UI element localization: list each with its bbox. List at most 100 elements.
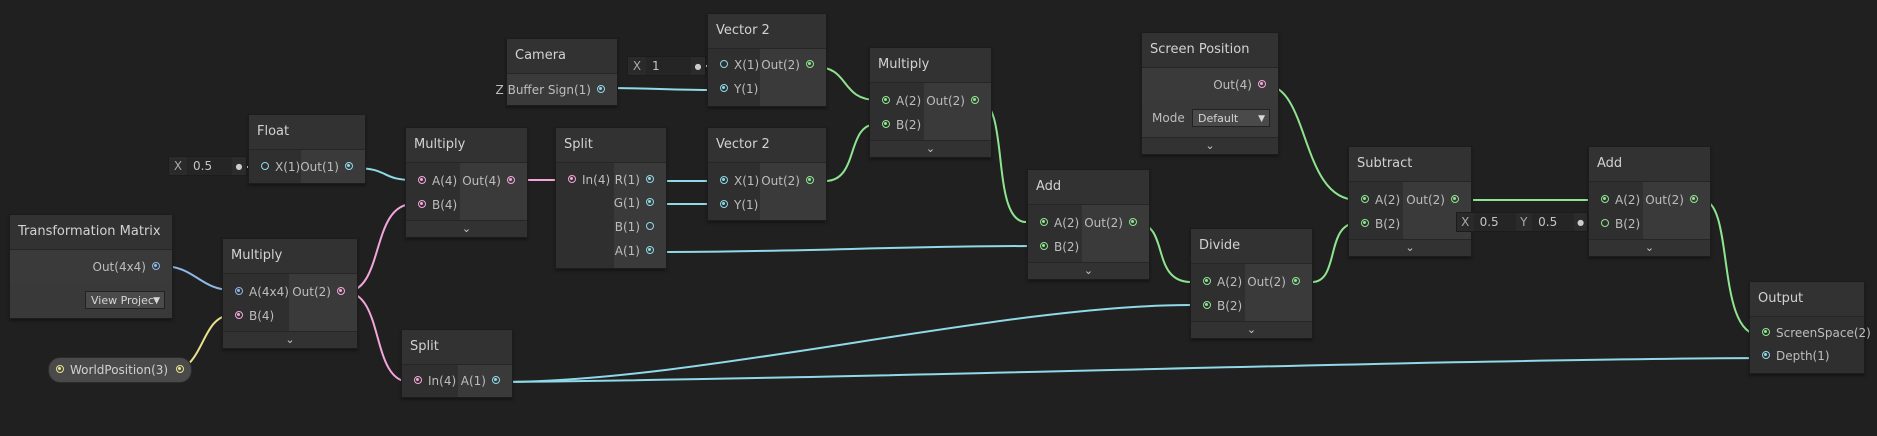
port-label: Out(2) <box>926 94 965 108</box>
subtract-node[interactable]: Subtract A(2) B(2) Out(2) ⌄ <box>1348 146 1472 257</box>
field-value[interactable]: 0.5 <box>1532 213 1575 231</box>
node-title: Transformation Matrix <box>10 215 172 250</box>
port-dot-icon <box>568 175 576 183</box>
input-port-x[interactable]: X(1) <box>720 53 759 77</box>
output-port-out[interactable]: Out(2) <box>761 169 814 193</box>
port-label: Out(2) <box>761 174 800 188</box>
input-port-b[interactable]: B(2) <box>1203 294 1242 318</box>
input-port-depth[interactable]: Depth(1) <box>1762 344 1830 368</box>
field-value[interactable]: 0.5 <box>1473 213 1516 231</box>
input-port-a[interactable]: A(4) <box>418 169 457 193</box>
output-port-out[interactable]: Out(4) <box>462 169 515 193</box>
add-node[interactable]: Add A(2) B(2) Out(2) ⌄ <box>1027 169 1150 280</box>
mode-dropdown[interactable]: Default ▼ <box>1192 109 1270 127</box>
output-port-b[interactable]: B(1) <box>615 215 654 239</box>
vector2a-x-field[interactable]: X 1 ● <box>627 56 706 76</box>
port-label: A(4) <box>432 174 458 188</box>
input-port-a[interactable]: A(2) <box>1203 270 1242 294</box>
output-port-r[interactable]: R(1) <box>615 168 654 192</box>
input-port-a[interactable]: A(2) <box>1601 188 1640 212</box>
expand-button[interactable]: ⌄ <box>1142 137 1278 154</box>
camera-node[interactable]: Camera Z Buffer Sign(1) <box>496 38 618 106</box>
output-port-out[interactable]: Out(1) <box>300 155 353 179</box>
port-dot-icon <box>1258 80 1266 88</box>
input-port-a[interactable]: A(2) <box>1361 188 1400 212</box>
output-port-g[interactable]: G(1) <box>614 191 654 215</box>
port-dot-icon <box>418 200 426 208</box>
port-dot-icon <box>56 365 64 373</box>
port-label: B(2) <box>1615 217 1641 231</box>
port-dot-icon <box>235 287 243 295</box>
port-dot-icon <box>1129 218 1137 226</box>
output-port-out[interactable]: Out(2) <box>1084 211 1137 235</box>
output-port-z-buffer-sign[interactable]: Z Buffer Sign(1) <box>496 78 605 102</box>
matrix-type-dropdown[interactable]: View Projec ▼ <box>85 291 165 309</box>
input-port-y[interactable]: Y(1) <box>720 77 758 101</box>
input-port-in[interactable]: In(4) <box>414 369 456 393</box>
node-title: Divide <box>1191 229 1312 264</box>
port-label: Depth(1) <box>1776 349 1830 363</box>
input-port-in[interactable]: In(4) <box>568 168 610 192</box>
input-port-a[interactable]: A(4x4) <box>235 280 289 304</box>
output-port-a[interactable]: A(1) <box>461 369 500 393</box>
multiply-node[interactable]: Multiply A(4) B(4) Out(4) ⌄ <box>405 127 528 238</box>
add-b-xy-field[interactable]: X 0.5 Y 0.5 ● <box>1456 212 1588 232</box>
expand-button[interactable]: ⌄ <box>870 140 991 157</box>
split-node[interactable]: Split In(4) R(1) G(1) B(1) A(1) <box>555 127 667 269</box>
add-node[interactable]: Add A(2) B(2) Out(2) ⌄ <box>1588 146 1711 257</box>
output-port-out[interactable]: Out(2) <box>761 53 814 77</box>
input-port-b[interactable]: B(2) <box>1361 212 1400 236</box>
expand-button[interactable]: ⌄ <box>406 220 527 237</box>
port-dot-icon <box>882 96 890 104</box>
port-label: Out(2) <box>292 285 331 299</box>
expand-button[interactable]: ⌄ <box>1349 239 1471 256</box>
float-x-field[interactable]: X 0.5 ● <box>168 156 247 176</box>
port-dot-icon <box>337 287 345 295</box>
node-title: Add <box>1028 170 1149 205</box>
input-port-b[interactable]: B(2) <box>1601 212 1640 236</box>
output-port-out[interactable]: Out(4) <box>1213 73 1266 97</box>
field-value[interactable]: 1 <box>646 57 691 75</box>
input-port-a[interactable]: A(2) <box>1040 211 1079 235</box>
expand-button[interactable]: ⌄ <box>1028 262 1149 279</box>
input-port-a[interactable]: A(2) <box>882 89 921 113</box>
output-port-out[interactable]: Out(2) <box>292 280 345 304</box>
multiply-node[interactable]: Multiply A(4x4) B(4) Out(2) ⌄ <box>222 238 358 349</box>
output-port-a[interactable]: A(1) <box>615 239 654 263</box>
multiply-node[interactable]: Multiply A(2) B(2) Out(2) ⌄ <box>869 47 992 158</box>
vector2-node[interactable]: Vector 2 X(1) Y(1) Out(2) <box>707 127 827 221</box>
input-port-b[interactable]: B(2) <box>1040 235 1079 259</box>
port-label: B(2) <box>1054 240 1080 254</box>
input-port-b[interactable]: B(2) <box>882 113 921 137</box>
float-node[interactable]: Float X(1) Out(1) <box>248 114 366 184</box>
vector2-node[interactable]: Vector 2 X(1) Y(1) Out(2) <box>707 13 827 107</box>
output-port-out[interactable]: Out(2) <box>1247 270 1300 294</box>
transformation-matrix-node[interactable]: Transformation Matrix Out(4x4) View Proj… <box>9 214 173 319</box>
node-title: Float <box>249 115 365 150</box>
input-port-b[interactable]: B(4) <box>235 304 274 328</box>
chevron-down-icon: ⌄ <box>461 222 472 235</box>
screen-position-node[interactable]: Screen Position Out(4) Mode Default ▼ ⌄ <box>1141 32 1279 155</box>
input-port-x[interactable]: X(1) <box>261 155 300 179</box>
output-port-out[interactable]: Out(2) <box>1406 188 1459 212</box>
triangle-down-icon: ▼ <box>153 296 160 306</box>
split-node[interactable]: Split In(4) A(1) <box>401 329 513 398</box>
expand-button[interactable]: ⌄ <box>1589 239 1710 256</box>
output-port-out[interactable]: Out(2) <box>926 89 979 113</box>
port-dot-icon <box>720 200 728 208</box>
port-label: B(2) <box>1375 217 1401 231</box>
expand-button[interactable]: ⌄ <box>223 331 357 348</box>
output-port-out[interactable]: Out(4x4) <box>93 255 160 279</box>
input-port-x[interactable]: X(1) <box>720 169 759 193</box>
node-title: Multiply <box>406 128 527 163</box>
port-dot-icon <box>971 96 979 104</box>
output-port-out[interactable]: Out(2) <box>1645 188 1698 212</box>
input-port-y[interactable]: Y(1) <box>720 193 758 217</box>
expand-button[interactable]: ⌄ <box>1191 321 1312 338</box>
output-node[interactable]: Output ScreenSpace(2) Depth(1) <box>1749 281 1871 374</box>
divide-node[interactable]: Divide A(2) B(2) Out(2) ⌄ <box>1190 228 1313 339</box>
input-port-b[interactable]: B(4) <box>418 193 457 217</box>
field-value[interactable]: 0.5 <box>187 157 232 175</box>
input-port-screenspace[interactable]: ScreenSpace(2) <box>1762 321 1871 345</box>
world-position-property[interactable]: WorldPosition(3) <box>48 357 192 383</box>
